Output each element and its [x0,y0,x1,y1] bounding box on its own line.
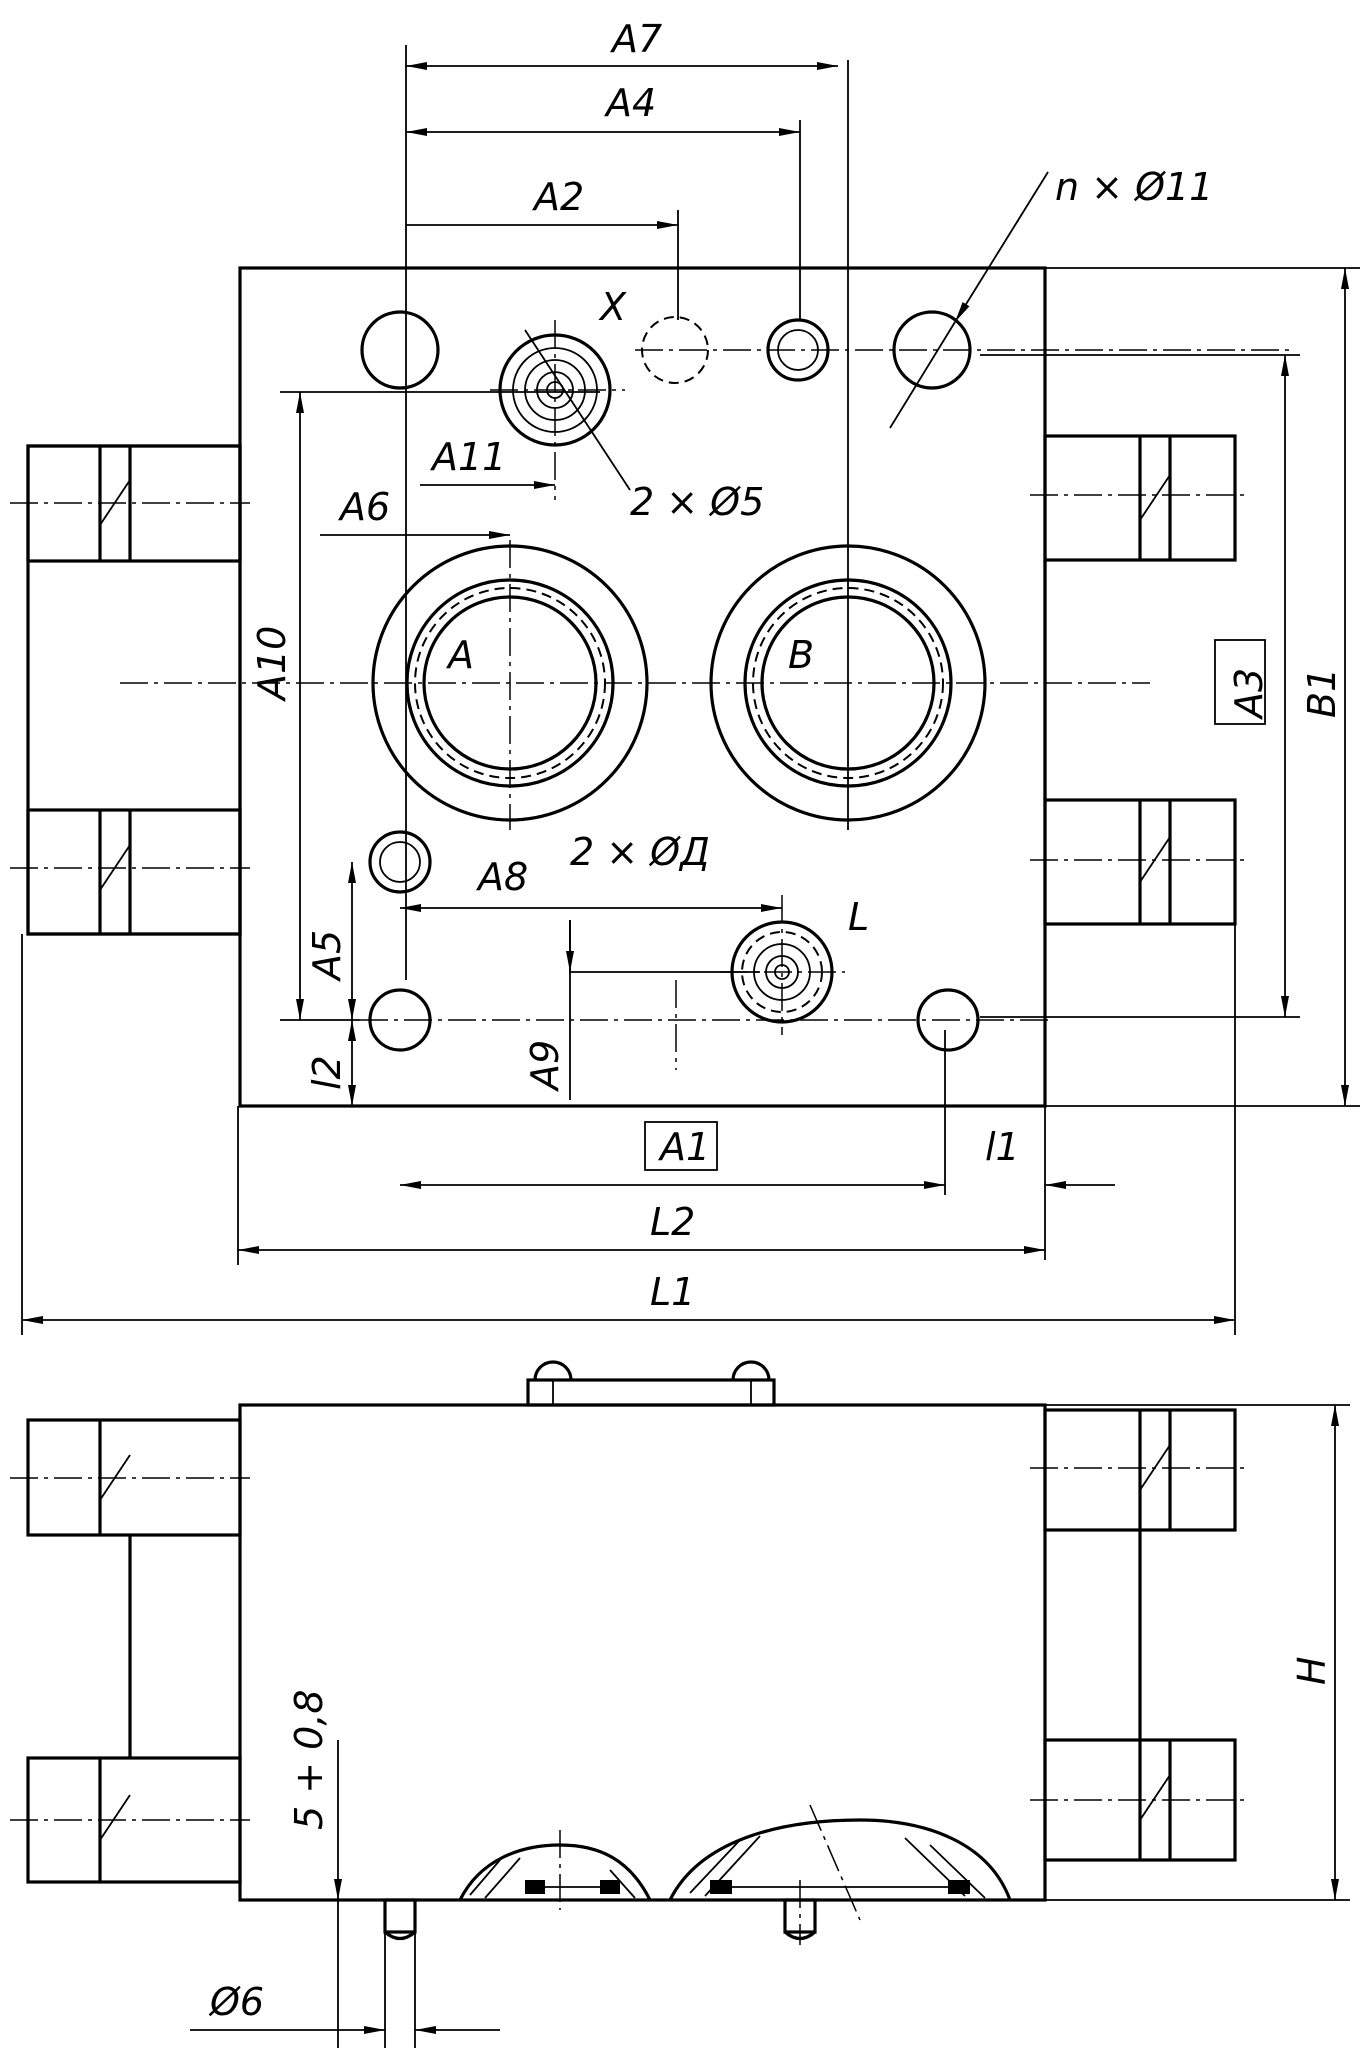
label-d6: Ø6 [208,1980,264,2024]
label-port-a: A [445,633,474,677]
port-b [709,60,987,830]
elevation-view: H 5 + 0,8 Ø6 [10,1360,1350,2048]
right-solenoid-side [1030,1408,1250,1862]
label-a10: A10 [250,626,294,703]
top-connector [526,1360,776,1407]
cutaway-sections [458,1804,1012,1921]
mounting-holes [360,310,1290,1052]
label-a11: A11 [429,435,506,479]
label-a5: A5 [305,930,349,983]
label-x: X [598,285,627,329]
label-b1: B1 [1300,668,1344,718]
label-n-holes: n × Ø11 [1055,165,1213,209]
label-a9: A9 [523,1040,567,1093]
left-solenoid-side [10,1418,250,1884]
port-l [720,895,845,1035]
label-a8: A8 [475,855,528,899]
label-l1-cap: L1 [650,1270,695,1314]
port-x [490,320,625,500]
plan-view: A7 A4 A2 X n × Ø11 A11 2 × Ø5 A6 A10 A B… [10,17,1360,1335]
plan-labels: A7 A4 A2 X n × Ø11 A11 2 × Ø5 A6 A10 A B… [250,17,1344,1314]
label-l1: l1 [985,1125,1020,1169]
label-a1: A1 [657,1125,710,1169]
left-solenoid [10,444,250,936]
label-depth: 5 + 0,8 [287,1689,331,1830]
plate-body [238,266,1047,1108]
elevation-labels: H 5 + 0,8 Ø6 [208,1656,1334,2024]
label-h: H [1290,1656,1334,1685]
label-port-b: B [788,633,814,677]
dimensions-elevation [190,1404,1350,2048]
label-l2: l2 [305,1055,349,1090]
label-a2: A2 [531,175,584,219]
label-2x-dd: 2 × ØД [570,830,710,874]
dimensions-top [21,45,1360,1335]
label-a4: A4 [603,81,656,125]
port-a [120,540,1150,830]
label-a7: A7 [609,17,662,61]
right-solenoid [1030,434,1250,926]
label-l: L [848,895,869,939]
label-a3: A3 [1227,668,1271,721]
label-2x-d5: 2 × Ø5 [630,480,764,524]
elevation-body [238,1403,1047,1902]
label-l2-cap: L2 [650,1200,695,1244]
label-a6: A6 [337,485,390,529]
